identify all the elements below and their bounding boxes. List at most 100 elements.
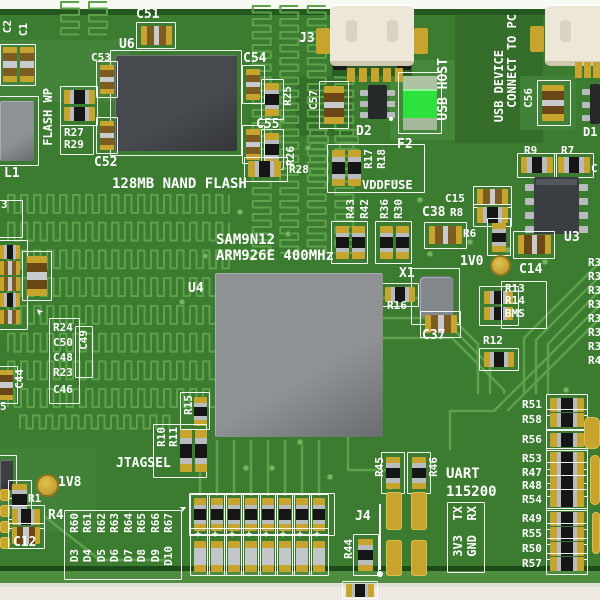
component-capacitor-segment xyxy=(324,117,344,124)
component-resistor-segment xyxy=(550,452,557,466)
component-resistor-segment xyxy=(258,161,271,177)
silkscreen-label-r66: R66 xyxy=(149,513,162,533)
component-resistor-segment xyxy=(492,232,506,243)
component-resistor-segment xyxy=(4,245,7,259)
component-led-segment xyxy=(262,547,274,566)
component-resistor-segment xyxy=(521,157,528,173)
component-resistor-segment xyxy=(550,512,557,526)
component-resistor xyxy=(0,293,20,307)
component-resistor-segment xyxy=(348,161,361,175)
component-capacitor-segment xyxy=(482,189,490,205)
silkscreen-label-c12: C12 xyxy=(13,535,37,550)
silkscreen-outline-box xyxy=(136,22,176,49)
component-resistor-segment xyxy=(507,307,513,320)
component-led-segment xyxy=(279,541,291,548)
component-led xyxy=(228,541,240,572)
component-resistor-segment xyxy=(489,307,494,320)
component-resistor xyxy=(550,398,584,412)
component-capacitor-segment xyxy=(0,394,13,400)
component-resistor-segment xyxy=(386,457,400,464)
silkscreen-label-r56: R56 xyxy=(522,433,542,446)
trace xyxy=(7,304,230,325)
component-resistor xyxy=(346,584,374,597)
component-resistor-segment xyxy=(561,479,573,493)
component-led-segment xyxy=(245,547,257,566)
silkscreen-label-u3: U3 xyxy=(564,230,580,245)
component-capacitor-segment xyxy=(434,226,443,244)
component-capacitor-segment xyxy=(17,527,24,544)
silkscreen-outline-box xyxy=(190,494,210,535)
component-resistor-segment xyxy=(194,524,206,531)
component-resistor-segment xyxy=(34,509,40,525)
silkscreen-outline-box xyxy=(96,117,118,154)
component-capacitor-segment xyxy=(20,53,34,62)
silkscreen-label-r24: R24 xyxy=(53,321,73,334)
component-resistor-segment xyxy=(195,430,207,439)
component-resistor xyxy=(0,245,20,259)
silkscreen-label-r49: R49 xyxy=(522,512,542,525)
component-resistor-segment xyxy=(296,508,308,521)
component-resistor-segment xyxy=(211,498,223,505)
via xyxy=(236,208,244,216)
silkscreen-label-r43: R43 xyxy=(344,199,357,219)
component-capacitor-segment xyxy=(8,310,12,324)
component-resistor-segment xyxy=(493,307,504,320)
gold-pad xyxy=(584,417,600,449)
silkscreen-label-r15: R15 xyxy=(182,395,195,415)
silkscreen-label-u6: U6 xyxy=(119,37,135,52)
component-resistor-segment xyxy=(572,479,578,493)
component-resistor-segment xyxy=(577,433,584,447)
silkscreen-label-r10: R10 xyxy=(155,427,168,447)
silkscreen-outline-box xyxy=(96,61,118,98)
silkscreen-label-r64: R64 xyxy=(122,513,135,533)
silkscreen-label-r65: R65 xyxy=(135,513,148,533)
component-resistor-segment xyxy=(64,90,71,104)
component-resistor xyxy=(550,493,584,507)
silkscreen-label-d1: D1 xyxy=(583,125,598,139)
component-resistor xyxy=(194,397,207,426)
component-resistor-segment xyxy=(296,520,308,525)
component-resistor-segment xyxy=(504,352,508,367)
component-resistor-segment xyxy=(12,494,27,505)
component-resistor-segment xyxy=(332,150,345,158)
component-resistor-segment xyxy=(313,504,325,509)
component-capacitor-segment xyxy=(8,261,12,275)
component-capacitor-segment xyxy=(429,226,435,244)
component-resistor-segment xyxy=(477,207,484,223)
component-resistor-segment xyxy=(531,157,543,173)
component-capacitor-segment xyxy=(542,114,564,121)
component-led-segment xyxy=(245,541,257,548)
led-polarity-mark: + xyxy=(263,529,270,540)
component-resistor-segment xyxy=(391,287,395,302)
silkscreen-label-r30: R30 xyxy=(392,199,405,219)
component-resistor-segment xyxy=(265,109,279,116)
component-resistor xyxy=(484,352,514,367)
component-capacitor-segment xyxy=(542,85,564,92)
component-capacitor xyxy=(425,315,457,333)
component-resistor-segment xyxy=(15,293,20,307)
component-resistor-segment xyxy=(556,557,562,571)
component-resistor-segment xyxy=(180,430,192,439)
silkscreen-label-c48: C48 xyxy=(53,351,73,364)
chip-leg xyxy=(525,226,534,233)
component-capacitor-segment xyxy=(542,106,564,115)
chip-leg xyxy=(360,90,368,96)
component-led xyxy=(313,541,325,572)
silkscreen-outline-box xyxy=(546,489,588,511)
component-resistor-segment xyxy=(84,90,89,104)
silkscreen-outline-box xyxy=(242,65,265,104)
gold-pad xyxy=(0,505,10,517)
component-capacitor xyxy=(0,370,13,400)
led-polarity-mark: + xyxy=(297,529,304,540)
trace xyxy=(279,5,300,254)
component-capacitor-segment xyxy=(100,65,114,71)
silkscreen-label-r62: R62 xyxy=(95,513,108,533)
usb-connector-slot xyxy=(346,20,357,42)
component-capacitor-segment xyxy=(16,277,20,291)
component-capacitor-segment xyxy=(11,310,17,324)
component-resistor xyxy=(358,539,373,571)
component-resistor-segment xyxy=(497,207,502,223)
silkscreen-label-1v0: 1V0 xyxy=(460,254,484,269)
component-resistor xyxy=(228,498,240,531)
component-resistor-segment xyxy=(245,504,257,509)
